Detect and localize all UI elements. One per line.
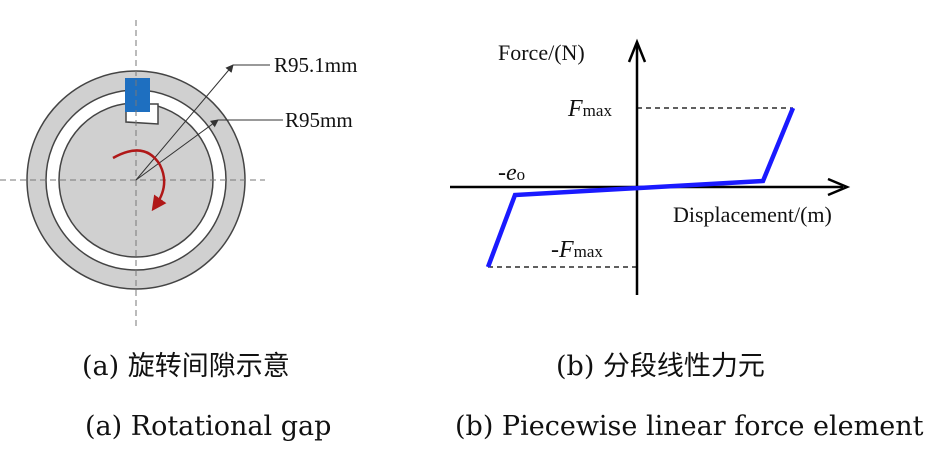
rotation-arrow <box>112 149 167 212</box>
neg-e-subscript: o <box>517 165 526 184</box>
y-axis-label: Force/(N) <box>498 40 585 65</box>
caption-a-english: (a) Rotational gap <box>85 411 331 442</box>
fmax-symbol: F <box>567 96 583 122</box>
force-element-graph: Force/(N) Displacement/(m) Fmax -Fmax -e… <box>450 38 851 295</box>
x-axis-label: Displacement/(m) <box>673 202 832 227</box>
caption-a-chinese: (a) 旋转间隙示意 <box>82 351 290 382</box>
fmax-subscript: max <box>583 101 613 120</box>
inner-radius-label: R95mm <box>285 108 353 132</box>
key-block <box>125 78 150 112</box>
outer-radius-line <box>135 64 234 181</box>
neg-fmax-label: -Fmax <box>551 237 603 263</box>
neg-e-label: -eo <box>498 160 525 186</box>
neg-fmax-symbol: -F <box>551 237 574 263</box>
x-axis-arrowhead <box>827 177 851 197</box>
neg-fmax-subscript: max <box>574 242 604 261</box>
fmax-label: Fmax <box>567 96 612 122</box>
rotational-gap-diagram: R95.1mm R95mm <box>0 20 357 330</box>
caption-b-english: (b) Piecewise linear force element <box>455 411 924 442</box>
inner-radius-line <box>135 119 219 181</box>
y-axis-arrowhead <box>627 38 647 63</box>
caption-b-chinese: (b) 分段线性力元 <box>556 351 765 382</box>
outer-radius-label: R95.1mm <box>274 53 357 77</box>
force-curve <box>485 107 796 268</box>
neg-e-symbol: -e <box>498 160 517 186</box>
